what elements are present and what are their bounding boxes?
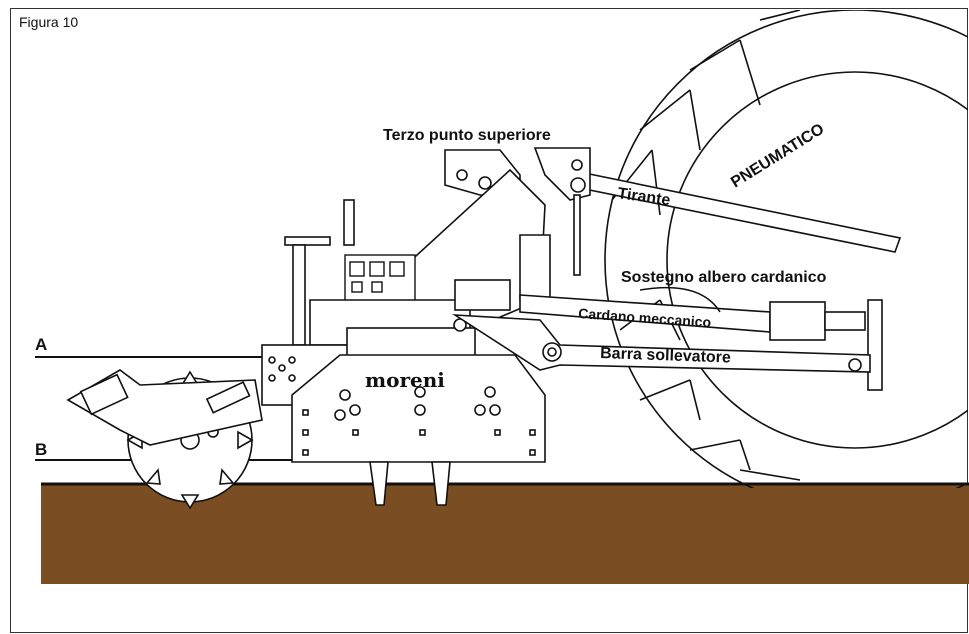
label-top-link: Terzo punto superiore xyxy=(383,127,551,144)
tractor-tyre xyxy=(604,10,968,488)
side-plate xyxy=(291,354,546,463)
label-lift-arm: Barra sollevatore xyxy=(600,345,731,367)
pto-support xyxy=(639,286,721,313)
lift-arm xyxy=(452,314,871,373)
cardan-shaft xyxy=(519,294,883,391)
brand-logo: moreni xyxy=(365,368,445,392)
tiller-tines xyxy=(369,461,451,506)
label-pto-support: Sostegno albero cardanico xyxy=(621,269,827,286)
line-a-label: A xyxy=(35,335,47,354)
figure-caption: Figura 10 xyxy=(19,14,79,30)
gearbox xyxy=(344,254,416,306)
label-tyre: PNEUMATICO xyxy=(728,121,827,192)
line-b-label: B xyxy=(35,440,47,459)
roller-arm xyxy=(66,369,263,446)
